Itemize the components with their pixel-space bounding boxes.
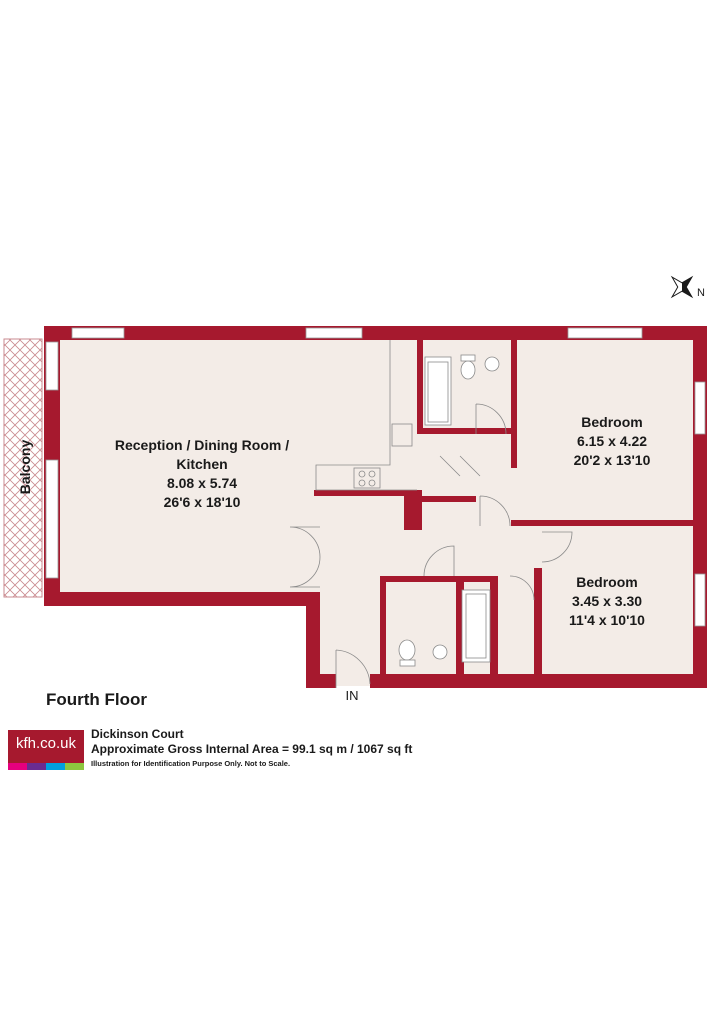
bedroom2-metric: 3.45 x 3.30 <box>571 593 643 609</box>
bedroom1-name: Bedroom <box>581 414 643 430</box>
property-info: Dickinson Court Approximate Gross Intern… <box>91 727 412 770</box>
logo-swatch <box>27 763 46 770</box>
bathroom-fixtures <box>398 354 500 667</box>
bedroom2-name: Bedroom <box>576 574 638 590</box>
reception-name-line2: Kitchen <box>176 456 228 472</box>
reception-imperial: 26'6 x 18'10 <box>163 494 241 510</box>
compass-label: N <box>697 287 705 299</box>
property-disclaimer: Illustration for Identification Purpose … <box>91 759 291 768</box>
room-label-bedroom1: Bedroom 6.15 x 4.22 20'2 x 13'10 <box>552 413 672 470</box>
doors <box>289 403 573 688</box>
logo-swatch <box>8 763 27 770</box>
logo-swatch <box>65 763 84 770</box>
compass-icon <box>670 275 694 299</box>
kitchen-units <box>315 340 417 491</box>
room-label-reception: Reception / Dining Room / Kitchen 8.08 x… <box>102 436 302 512</box>
logo-text: kfh.co.uk <box>15 735 77 752</box>
entrance-label: IN <box>346 688 359 703</box>
reception-metric: 8.08 x 5.74 <box>166 475 238 491</box>
reception-name-line1: Reception / Dining Room / <box>114 437 290 453</box>
logo-color-bar <box>8 763 84 770</box>
logo-swatch <box>46 763 65 770</box>
bedroom2-imperial: 11'4 x 10'10 <box>569 612 645 628</box>
bedroom1-metric: 6.15 x 4.22 <box>576 433 648 449</box>
windows <box>45 327 706 627</box>
bedroom1-imperial: 20'2 x 13'10 <box>573 452 651 468</box>
balcony-label: Balcony <box>17 440 33 495</box>
brand-logo: kfh.co.uk <box>8 730 84 770</box>
room-label-bedroom2: Bedroom 3.45 x 3.30 11'4 x 10'10 <box>552 573 662 630</box>
property-name: Dickinson Court <box>91 727 184 741</box>
floor-title: Fourth Floor <box>46 690 148 709</box>
property-area: Approximate Gross Internal Area = 99.1 s… <box>91 742 413 756</box>
balcony <box>3 338 43 598</box>
